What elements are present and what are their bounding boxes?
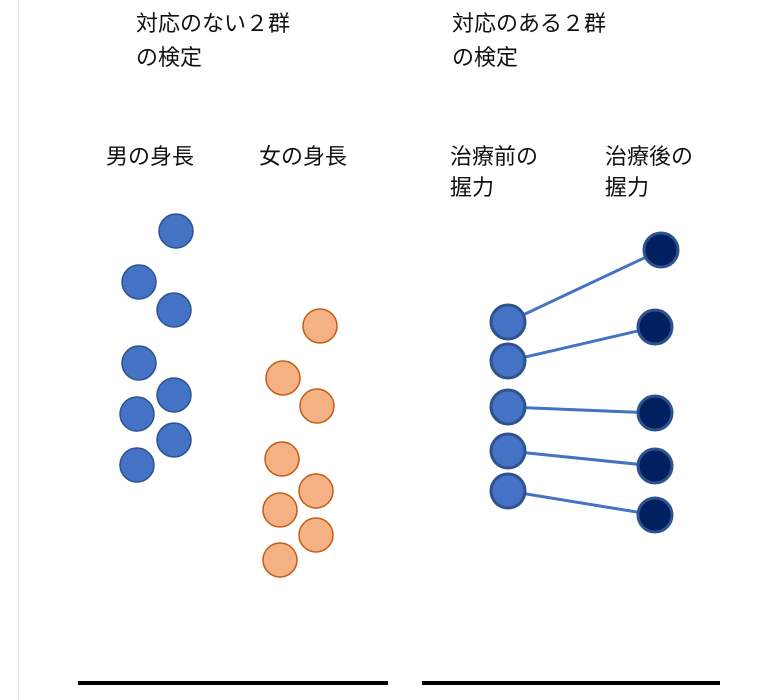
after-point (636, 447, 674, 485)
before-point (489, 432, 527, 470)
left-baseline (78, 681, 388, 685)
pair-link-2 (507, 325, 656, 363)
male-height-points (119, 213, 194, 483)
after-treatment-label-line1: 治療後の (605, 145, 694, 170)
male-point (119, 396, 155, 432)
female-height-points (262, 308, 338, 578)
female-height-label: 女の身長 (259, 145, 348, 170)
female-point (298, 473, 334, 509)
pair-link-3 (507, 405, 656, 415)
pair-link-4 (507, 449, 656, 468)
male-point (121, 264, 157, 300)
unpaired-title-line2: の検定 (136, 46, 203, 71)
male-height-label: 男の身長 (106, 145, 195, 170)
pair-link-1 (507, 248, 662, 324)
male-point (119, 447, 155, 483)
male-point (156, 422, 192, 458)
right-baseline (422, 681, 720, 685)
female-point (262, 492, 298, 528)
paired-links (507, 248, 662, 517)
female-point (264, 441, 300, 477)
pair-link-5 (507, 489, 656, 517)
male-point (121, 345, 157, 381)
male-point (156, 292, 192, 328)
after-point (636, 394, 674, 432)
before-point (489, 303, 527, 341)
male-point (158, 213, 194, 249)
before-point (489, 472, 527, 510)
female-point (265, 360, 301, 396)
before-point (489, 342, 527, 380)
after-point (642, 231, 680, 269)
female-point (262, 542, 298, 578)
before-treatment-label-line1: 治療前の (450, 145, 539, 170)
male-point (156, 377, 192, 413)
unpaired-title-line1: 対応のない２群 (136, 12, 291, 37)
after-point (636, 308, 674, 346)
after-treatment-points (636, 231, 680, 534)
before-point (489, 388, 527, 426)
paired-title-line1: 対応のある２群 (452, 12, 607, 37)
after-treatment-label-line2: 握力 (605, 176, 650, 201)
page-edge-line (18, 0, 19, 700)
paired-title-line2: の検定 (452, 46, 519, 71)
after-point (636, 496, 674, 534)
before-treatment-points (489, 303, 527, 510)
female-point (299, 388, 335, 424)
before-treatment-label-line2: 握力 (450, 176, 495, 201)
female-point (298, 517, 334, 553)
female-point (302, 308, 338, 344)
